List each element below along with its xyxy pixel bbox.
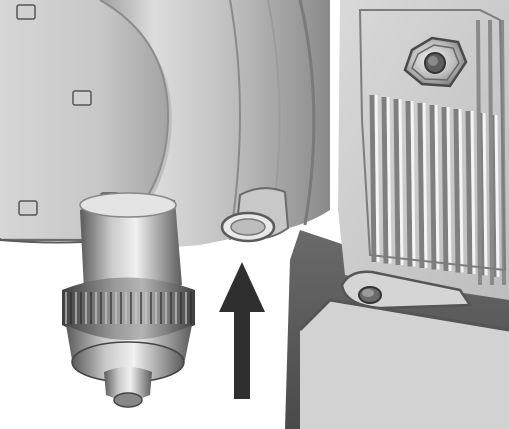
motor-housing xyxy=(0,0,330,248)
cooling-fin-highlight xyxy=(470,110,476,275)
finned-gearbox xyxy=(285,0,509,429)
gearbox-base-plate xyxy=(300,300,509,429)
cooling-fin xyxy=(369,94,377,263)
knob-tip-end xyxy=(113,392,143,408)
cooling-fin-highlight xyxy=(386,96,392,264)
bolt-head-icon xyxy=(16,4,36,20)
knob-shaft-top xyxy=(79,192,177,218)
hex-nut-hole-inner xyxy=(428,56,438,66)
drain-port-inner xyxy=(230,218,266,236)
cooling-fin-highlight xyxy=(446,106,452,272)
cooling-fin-highlight xyxy=(410,100,416,267)
cooling-fin xyxy=(488,19,494,286)
cooling-fin-highlight xyxy=(434,104,440,270)
cooling-fin-highlight xyxy=(494,114,500,278)
gearbox-raised-pad xyxy=(358,9,507,272)
cooling-fin xyxy=(405,100,413,267)
adjustment-knob xyxy=(62,192,195,408)
bolt-head-icon xyxy=(18,200,38,216)
knob-tip xyxy=(104,367,152,400)
mounting-foot-hole-inner xyxy=(362,289,374,297)
bolt-head-icon xyxy=(72,90,92,106)
gearbox-base-edge xyxy=(298,298,509,332)
up-arrow xyxy=(219,262,265,399)
cooling-fin xyxy=(429,104,437,270)
cooling-fin xyxy=(453,108,461,273)
up-arrow-head xyxy=(219,262,265,312)
housing-ring-3 xyxy=(298,0,316,226)
up-arrow-shaft xyxy=(234,310,250,399)
cooling-fin-highlight xyxy=(482,112,488,276)
drain-port xyxy=(220,187,290,243)
cooling-fin xyxy=(417,102,425,269)
cooling-fin-highlight xyxy=(374,94,380,263)
cooling-fin-highlight xyxy=(398,98,404,266)
hex-nut-face xyxy=(411,44,460,81)
cooling-fin xyxy=(393,98,401,266)
cooling-fin xyxy=(381,96,389,264)
hex-nut xyxy=(403,36,468,88)
cooling-fin xyxy=(465,110,473,275)
housing-ring-1 xyxy=(229,0,241,241)
knob-shaft xyxy=(80,197,182,294)
cooling-fin xyxy=(476,19,482,286)
cooling-fin-highlight xyxy=(422,102,428,269)
cooling-fin xyxy=(441,106,449,272)
cooling-fin-highlight xyxy=(458,108,464,273)
housing-main-can xyxy=(95,0,330,248)
knob-knurl-lines xyxy=(65,292,192,324)
housing-front-face xyxy=(0,0,169,238)
mounting-foot xyxy=(340,270,473,310)
knob-knurled-ring xyxy=(62,277,195,343)
